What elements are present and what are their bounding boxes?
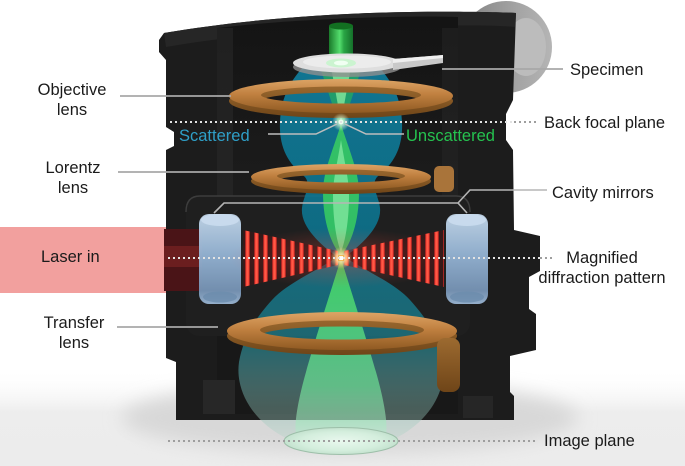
label-cavity-mirrors: Cavity mirrors (552, 184, 654, 202)
objective-lens-ring (229, 79, 453, 118)
reference-lines (168, 121, 553, 442)
transfer-lens-ring (227, 312, 460, 392)
scattered-leader (268, 123, 338, 135)
label-objective-lens: Objective lens (37, 81, 107, 119)
label-lorentz-lens: Lorentz lens (45, 159, 101, 197)
laser-in-band (0, 227, 166, 293)
leader-lines (117, 68, 563, 328)
cavity-mirror-right (446, 214, 488, 304)
label-transfer-lens: Transfer lens (43, 314, 105, 352)
label-scattered: Scattered (179, 127, 250, 145)
label-unscattered: Unscattered (406, 127, 495, 145)
image-plane-disc (283, 427, 399, 455)
label-laser-in: Laser in (41, 248, 100, 266)
lorentz-lens-ring (251, 164, 454, 194)
specimen-holder (293, 53, 443, 77)
unscattered-leader (344, 123, 404, 135)
label-back-focal-plane: Back focal plane (544, 114, 666, 132)
label-specimen: Specimen (570, 61, 644, 79)
label-image-plane: Image plane (544, 432, 635, 450)
label-magnified-diffraction: Magnified diffraction pattern (538, 249, 666, 287)
laser-entry (164, 229, 202, 291)
